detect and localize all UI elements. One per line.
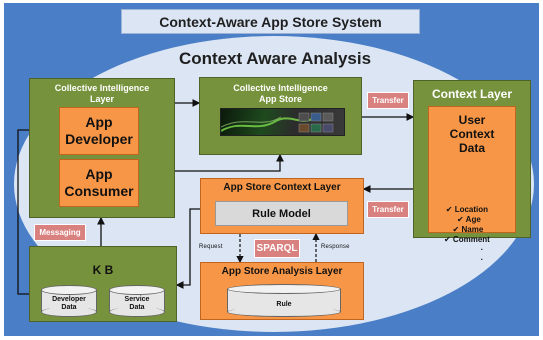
app-store-graphic — [221, 112, 334, 133]
user-context-data-box: User Context Data ✔ Location ✔ Age ✔ Nam… — [428, 106, 516, 264]
messaging-tag: Messaging — [34, 224, 86, 241]
sparql-tag: SPARQL — [254, 239, 300, 258]
collective-layer-title-line1: Collective Intelligence — [54, 83, 150, 93]
rule-model-box: Rule Model — [215, 201, 348, 226]
diagram-title: Context-Aware App Store System — [121, 9, 420, 34]
transfer-tag-top: Transfer — [367, 92, 409, 109]
context-item-dot-1: · — [480, 245, 484, 254]
app-consumer-label-1: App — [85, 166, 113, 182]
collective-intelligence-app-store: Collective Intelligence App Store — [199, 77, 362, 155]
context-item-location: ✔ Location — [445, 205, 489, 214]
context-items-list: ✔ Location ✔ Age ✔ Name ✔ Comment · · — [444, 205, 490, 265]
collective-layer-title-line2: Layer — [89, 94, 115, 104]
rule-database-label: Rule — [276, 301, 292, 308]
section-title: Context Aware Analysis — [178, 49, 372, 68]
service-data-label-1: Service — [124, 296, 150, 303]
developer-data-label-1: Developer — [52, 296, 86, 303]
user-context-label-1: User — [458, 113, 486, 127]
context-item-age: ✔ Age — [457, 215, 481, 224]
app-developer-box: App Developer — [59, 107, 139, 155]
collective-intelligence-layer: Collective Intelligence Layer App Develo… — [29, 78, 175, 218]
request-label: Request — [199, 244, 223, 250]
app-store-context-layer: App Store Context Layer Rule Model — [200, 178, 364, 234]
arrow-consumer-to-appstore — [140, 153, 284, 172]
analysis-layer-title: App Store Analysis Layer — [221, 266, 343, 277]
store-context-title: App Store Context Layer — [223, 182, 341, 193]
kb-title: K B — [92, 263, 114, 277]
transfer-tag-bottom: Transfer — [367, 201, 409, 218]
knowledge-base: K B Developer Data Service Data — [29, 246, 177, 322]
service-data-icon: Service Data — [109, 285, 165, 317]
context-item-name: ✔ Name — [452, 225, 484, 234]
arrow-storecontext-to-kb — [175, 208, 200, 289]
app-store-title-line1: Collective Intelligence — [233, 83, 328, 93]
response-label: Response — [321, 244, 350, 250]
developer-data-label-2: Data — [61, 304, 77, 311]
app-store-screenshot-image — [220, 108, 345, 136]
context-item-dot-2: · — [480, 255, 484, 264]
app-store-title-line2: App Store — [258, 94, 302, 104]
rule-database-icon: Rule — [227, 284, 341, 317]
app-store-analysis-layer: App Store Analysis Layer Rule — [200, 262, 364, 320]
service-data-label-2: Data — [129, 304, 145, 311]
user-context-label-3: Data — [458, 141, 485, 155]
developer-data-icon: Developer Data — [41, 285, 97, 317]
app-developer-label-1: App — [85, 114, 113, 130]
context-item-comment: ✔ Comment — [444, 235, 490, 244]
context-layer-title: Context Layer — [431, 87, 513, 101]
app-consumer-box: App Consumer — [59, 159, 139, 207]
context-layer: Context Layer User Context Data ✔ Locati… — [413, 80, 531, 264]
user-context-label-2: Context — [449, 127, 495, 141]
app-consumer-label-2: Consumer — [64, 183, 134, 199]
app-developer-label-2: Developer — [65, 131, 133, 147]
